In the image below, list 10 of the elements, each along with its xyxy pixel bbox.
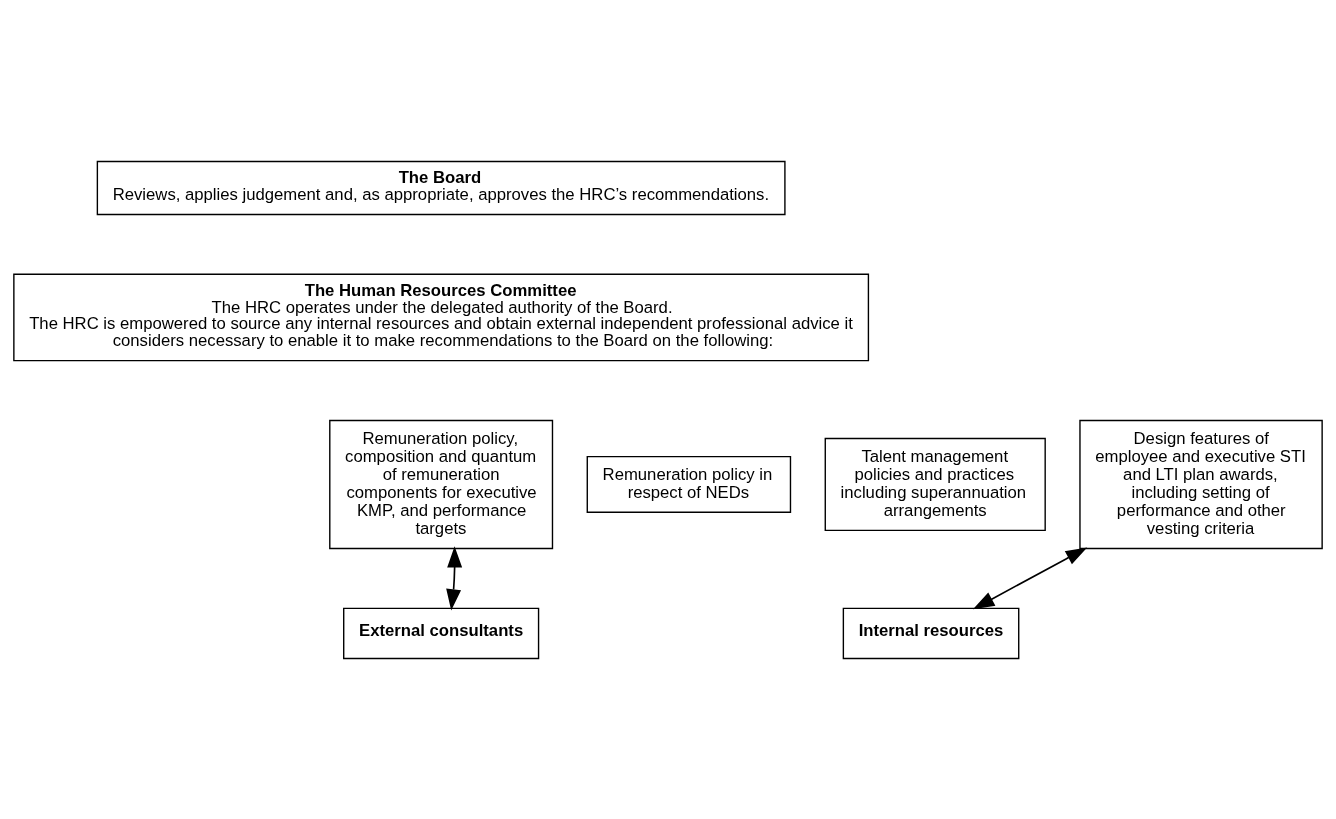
node-box: External consultants [343,607,540,659]
arrow [446,545,463,611]
node-box: The Board Reviews, applies judgement and, as appropriate, approves the HRC’s recommendations. [96,160,786,215]
node-box: Remuneration policy, composition and quantum of remuneration components for executive KMP, and performance targets [329,419,554,549]
arrow [972,546,1088,609]
node-box: Remuneration policy in respect of NEDs [586,455,792,513]
node-box: Talent management policies and practices including superannuation arrangements [824,437,1046,531]
node-box: Internal resources [842,607,1020,659]
node-box: Design features of employee and executive STI and LTI plan awards, including setting of performance and other vesting criteria [1079,419,1323,549]
node-box: The Human Resources Committee The HRC operates under the delegated authority of the Board. The HRC is empowered to source any internal resources and obtain external independent professional advice it considers necessary to enable it to make recommendations to the Board on the following: [13,273,870,361]
